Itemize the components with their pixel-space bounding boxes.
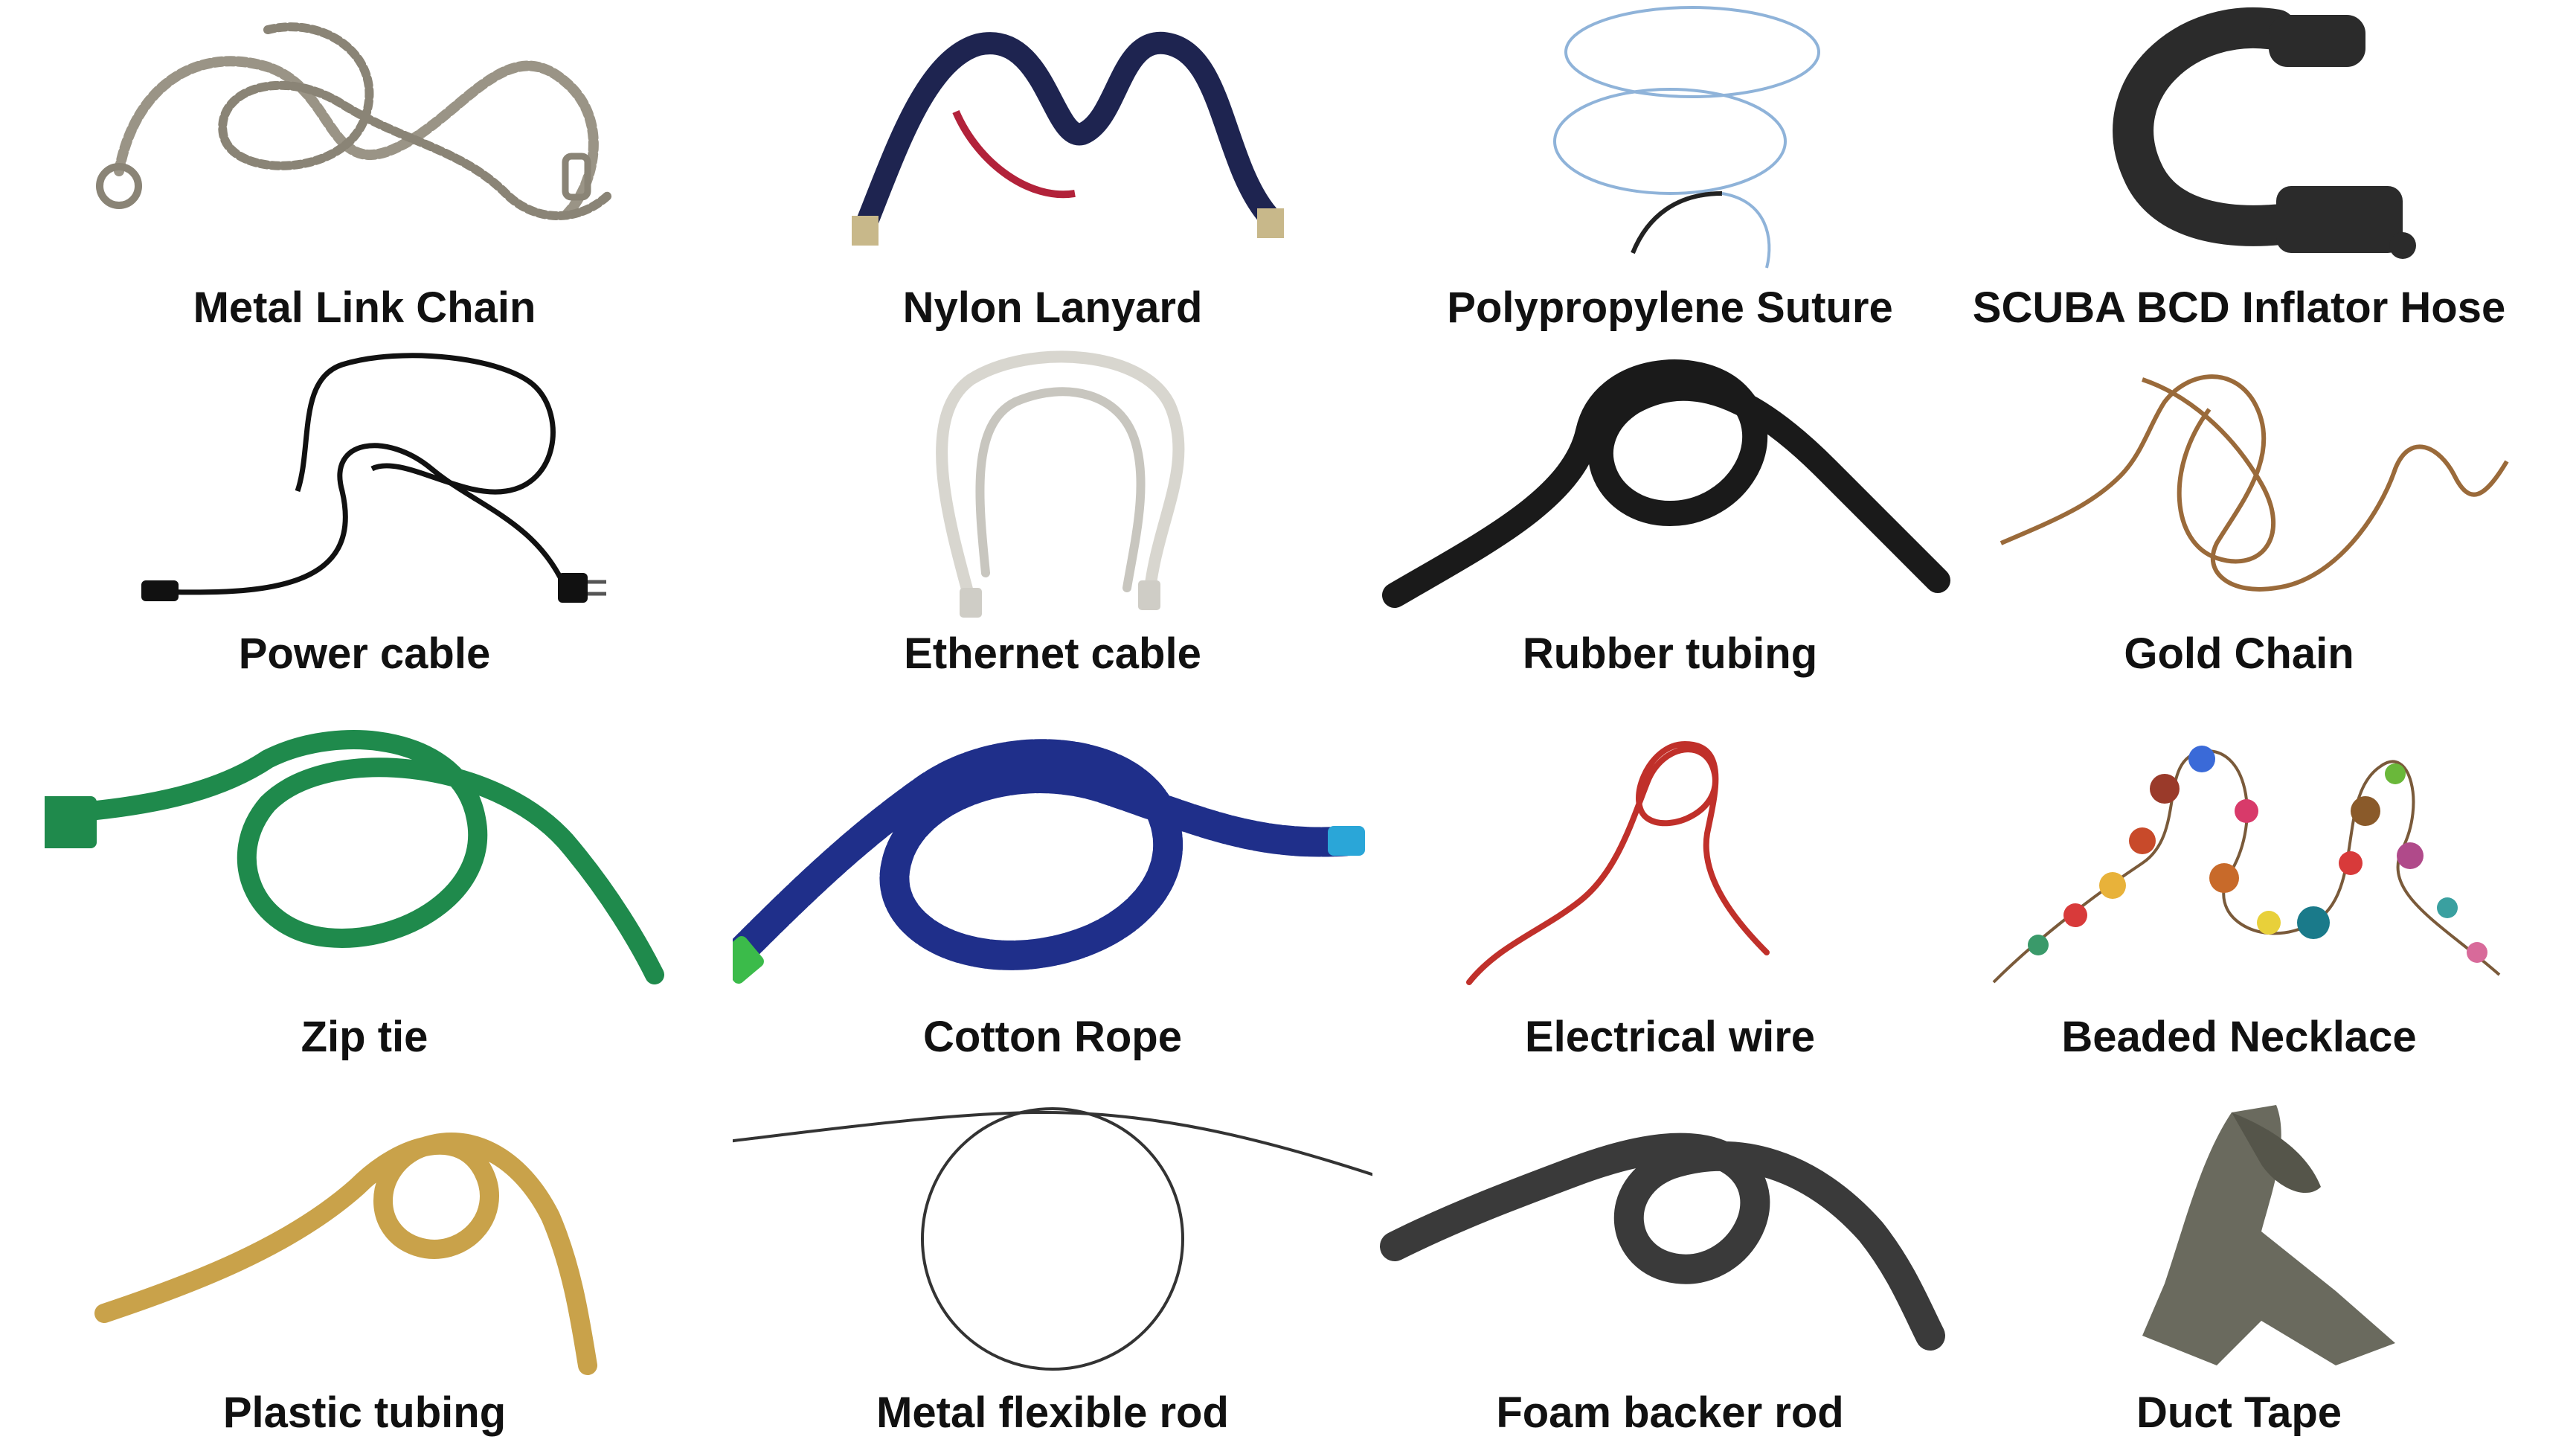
item-label: Electrical wire <box>1524 1013 1816 1061</box>
grid-cell: Ethernet cable <box>733 350 1372 692</box>
item-label: Plastic tubing <box>222 1388 507 1437</box>
grid-cell: Metal Link Chain <box>45 0 684 342</box>
item-label: Gold Chain <box>2124 630 2354 678</box>
grid-cell: Cotton Rope <box>733 729 1372 1072</box>
rubber-tubing-icon <box>1350 350 1990 618</box>
item-label: Metal flexible rod <box>876 1388 1229 1437</box>
grid-cell: Gold Chain <box>1919 350 2559 692</box>
item-label: Metal Link Chain <box>193 284 536 332</box>
grid-cell: Foam backer rod <box>1350 1098 1990 1451</box>
metal-rod-icon <box>733 1098 1372 1377</box>
item-label: Power cable <box>238 630 491 678</box>
grid-cell: Beaded Necklace <box>1919 729 2559 1072</box>
grid-cell: Zip tie <box>45 729 684 1072</box>
item-label: Polypropylene Suture <box>1447 284 1893 332</box>
item-label: Ethernet cable <box>904 630 1201 678</box>
grid-cell: Duct Tape <box>1919 1098 2559 1451</box>
lanyard-icon <box>733 0 1372 272</box>
grid-cell: Polypropylene Suture <box>1350 0 1990 342</box>
item-label: Foam backer rod <box>1496 1388 1844 1437</box>
plastic-tubing-icon <box>45 1098 684 1377</box>
item-label: Rubber tubing <box>1522 630 1818 678</box>
zip-tie-icon <box>45 729 684 1001</box>
item-label: Duct Tape <box>2136 1388 2342 1437</box>
grid-cell: Electrical wire <box>1350 729 1990 1072</box>
rope-icon <box>733 729 1372 1001</box>
power-cable-icon <box>45 350 684 618</box>
grid-cell: Rubber tubing <box>1350 350 1990 692</box>
item-label: Zip tie <box>301 1013 428 1061</box>
foam-rod-icon <box>1350 1098 1990 1377</box>
item-label: Beaded Necklace <box>2061 1013 2417 1061</box>
hose-icon <box>1919 0 2559 272</box>
item-label: Cotton Rope <box>923 1013 1182 1061</box>
suture-icon <box>1350 0 1990 272</box>
grid-cell: Nylon Lanyard <box>733 0 1372 342</box>
chain-icon <box>45 0 684 272</box>
necklace-icon <box>1919 729 2559 1001</box>
wire-icon <box>1350 729 1990 1001</box>
grid-cell: Metal flexible rod <box>733 1098 1372 1451</box>
duct-tape-icon <box>1919 1098 2559 1377</box>
grid-cell: SCUBA BCD Inflator Hose <box>1919 0 2559 342</box>
grid-cell: Plastic tubing <box>45 1098 684 1451</box>
grid-cell: Power cable <box>45 350 684 692</box>
ethernet-cable-icon <box>733 350 1372 618</box>
gold-chain-icon <box>1919 350 2559 618</box>
item-label: SCUBA BCD Inflator Hose <box>1972 284 2506 332</box>
item-label: Nylon Lanyard <box>902 284 1203 332</box>
